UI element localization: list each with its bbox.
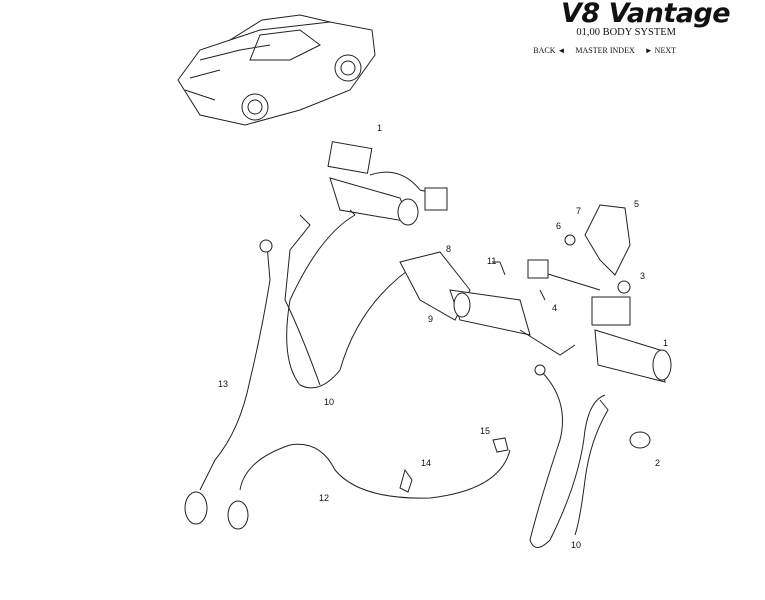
callout-7: 7 (576, 206, 581, 216)
callout-9: 9 (428, 314, 433, 324)
cable-10-left (284, 214, 321, 386)
callout-12: 12 (319, 493, 329, 503)
callout-10b: 10 (571, 540, 581, 550)
pull-ring-right (227, 500, 249, 530)
actuator-upper (286, 141, 448, 389)
clip-15 (492, 437, 509, 453)
callout-1b: 1 (663, 338, 668, 348)
release-mechanism (399, 251, 606, 548)
callout-8: 8 (446, 244, 451, 254)
clip-14 (399, 468, 413, 493)
grommet (259, 239, 273, 253)
callout-5: 5 (634, 199, 639, 209)
cable-13 (199, 244, 271, 491)
next-link[interactable]: ► NEXT (644, 46, 676, 55)
master-index-link[interactable]: MASTER INDEX (575, 46, 635, 55)
section-title: 01,00 BODY SYSTEM (576, 27, 676, 38)
callout-14: 14 (421, 458, 431, 468)
car-thumbnail (177, 14, 376, 126)
model-title: V8 Vantage (561, 0, 731, 29)
back-link[interactable]: BACK ◄ (533, 46, 566, 55)
cable-12 (239, 443, 511, 499)
callout-10: 10 (324, 397, 334, 407)
callout-11: 11 (487, 256, 496, 266)
navigation: BACK ◄ MASTER INDEX ► NEXT (533, 46, 676, 55)
callout-13: 13 (218, 379, 228, 389)
actuator-lower (492, 204, 672, 536)
callout-1: 1 (377, 123, 382, 133)
callout-3: 3 (640, 271, 645, 281)
callout-2: 2 (655, 458, 660, 468)
callout-4: 4 (552, 303, 557, 313)
pull-ring-left (184, 491, 208, 525)
callout-6: 6 (556, 221, 561, 231)
callout-15: 15 (480, 426, 490, 436)
